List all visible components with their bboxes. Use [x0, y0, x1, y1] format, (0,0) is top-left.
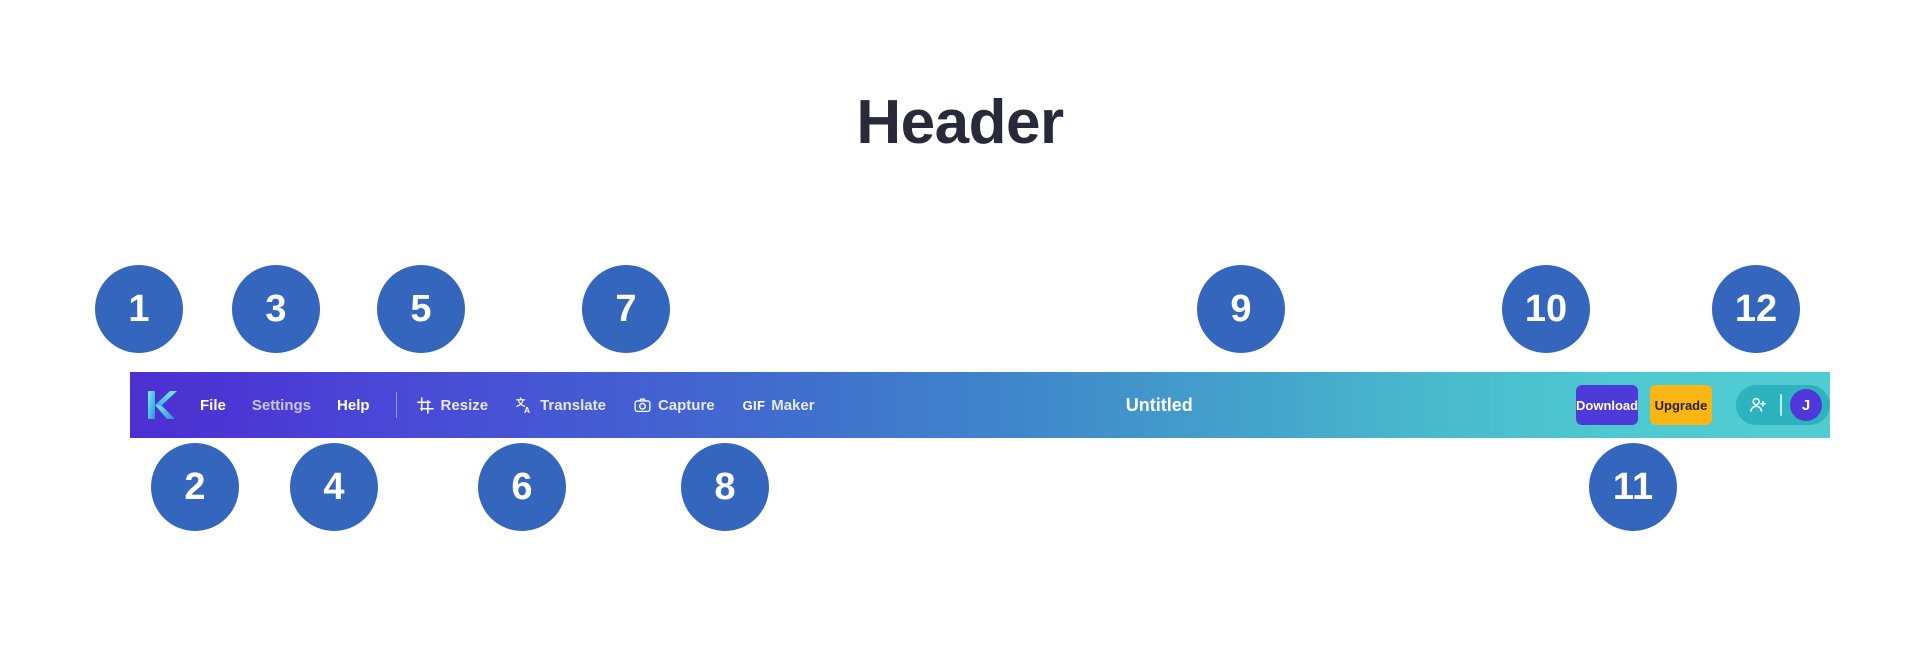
resize-icon [416, 396, 434, 414]
upgrade-button[interactable]: Upgrade [1650, 385, 1712, 425]
menu-item-settings[interactable]: Settings [251, 396, 312, 414]
add-person-icon [1750, 397, 1766, 412]
account-pill: J [1736, 385, 1830, 425]
callout-marker-9: 9 [1197, 265, 1285, 353]
app-toolbar: File Settings Help Resize 文 A Translate [130, 372, 1830, 438]
avatar[interactable]: J [1790, 389, 1822, 421]
callout-marker-11: 11 [1589, 443, 1677, 531]
toolbar-actions: Download Upgrade J [1576, 385, 1830, 425]
callout-marker-1: 1 [95, 265, 183, 353]
tool-capture[interactable]: Capture [634, 397, 715, 414]
callout-marker-5: 5 [377, 265, 465, 353]
document-title[interactable]: Untitled [1125, 394, 1193, 415]
callout-marker-8: 8 [681, 443, 769, 531]
callout-marker-3: 3 [232, 265, 320, 353]
callout-marker-10: 10 [1502, 265, 1590, 353]
tool-gif-maker-label: Maker [771, 396, 815, 414]
svg-text:文: 文 [516, 397, 526, 409]
download-button[interactable]: Download [1576, 385, 1638, 425]
callout-marker-2: 2 [151, 443, 239, 531]
tool-capture-label: Capture [657, 396, 715, 414]
tool-translate[interactable]: 文 A Translate [516, 397, 606, 414]
page-title: Header [856, 88, 1064, 157]
svg-text:A: A [524, 405, 530, 414]
gif-badge-icon: GIF [742, 397, 766, 413]
k-logo-icon[interactable] [144, 388, 178, 422]
menu-group: File Settings Help [200, 397, 396, 414]
tool-translate-label: Translate [540, 396, 606, 414]
menu-item-help[interactable]: Help [337, 396, 370, 414]
callout-marker-6: 6 [478, 443, 566, 531]
tool-gif-maker[interactable]: GIF Maker [743, 397, 815, 414]
toolbar-divider [395, 392, 397, 418]
callout-marker-4: 4 [290, 443, 378, 531]
tool-resize[interactable]: Resize [416, 396, 489, 414]
translate-icon: 文 A [516, 397, 530, 414]
pill-divider [1780, 394, 1782, 416]
menu-item-file[interactable]: File [200, 396, 226, 414]
callout-marker-12: 12 [1712, 265, 1800, 353]
tool-resize-label: Resize [440, 396, 489, 414]
document-title-area: Untitled [793, 395, 1526, 416]
camera-icon [634, 397, 651, 412]
callout-marker-7: 7 [582, 265, 670, 353]
add-person-button[interactable] [1744, 391, 1772, 419]
